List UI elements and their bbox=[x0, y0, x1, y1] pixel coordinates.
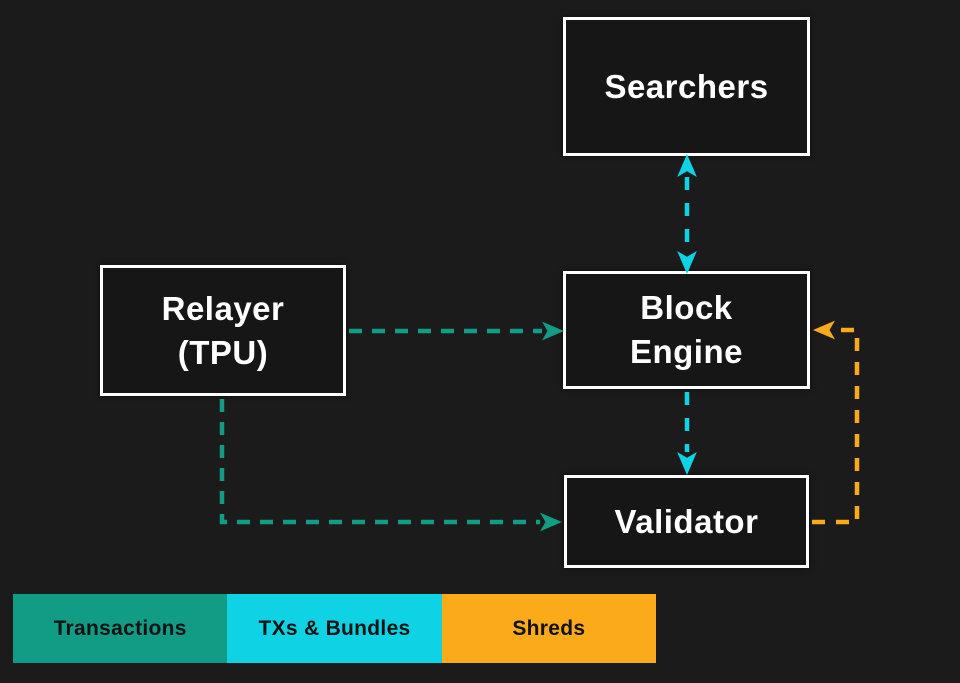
node-relayer-tpu-label: Relayer (TPU) bbox=[161, 289, 285, 371]
legend-label-txs-bundles: TXs & Bundles bbox=[258, 616, 411, 640]
node-block-engine-label: Block Engine bbox=[629, 289, 743, 370]
edge-validator-block-engine bbox=[812, 320, 860, 525]
legend-label-shreds: Shreds bbox=[512, 616, 586, 640]
legend-item-txs-bundles: TXs & Bundles bbox=[227, 594, 442, 663]
node-relayer-tpu: Relayer (TPU) bbox=[100, 265, 346, 396]
legend-label-transactions: Transactions bbox=[53, 616, 187, 640]
node-validator: Validator bbox=[564, 475, 809, 568]
legend: Transactions TXs & Bundles Shreds bbox=[13, 594, 656, 663]
edge-relayer-validator bbox=[219, 399, 562, 532]
node-searchers-label: Searchers bbox=[604, 67, 769, 105]
legend-item-transactions: Transactions bbox=[13, 594, 228, 663]
node-validator-label: Validator bbox=[614, 502, 759, 540]
node-searchers: Searchers bbox=[563, 17, 810, 156]
node-block-engine: Block Engine bbox=[563, 271, 810, 389]
legend-item-shreds: Shreds bbox=[441, 594, 656, 663]
